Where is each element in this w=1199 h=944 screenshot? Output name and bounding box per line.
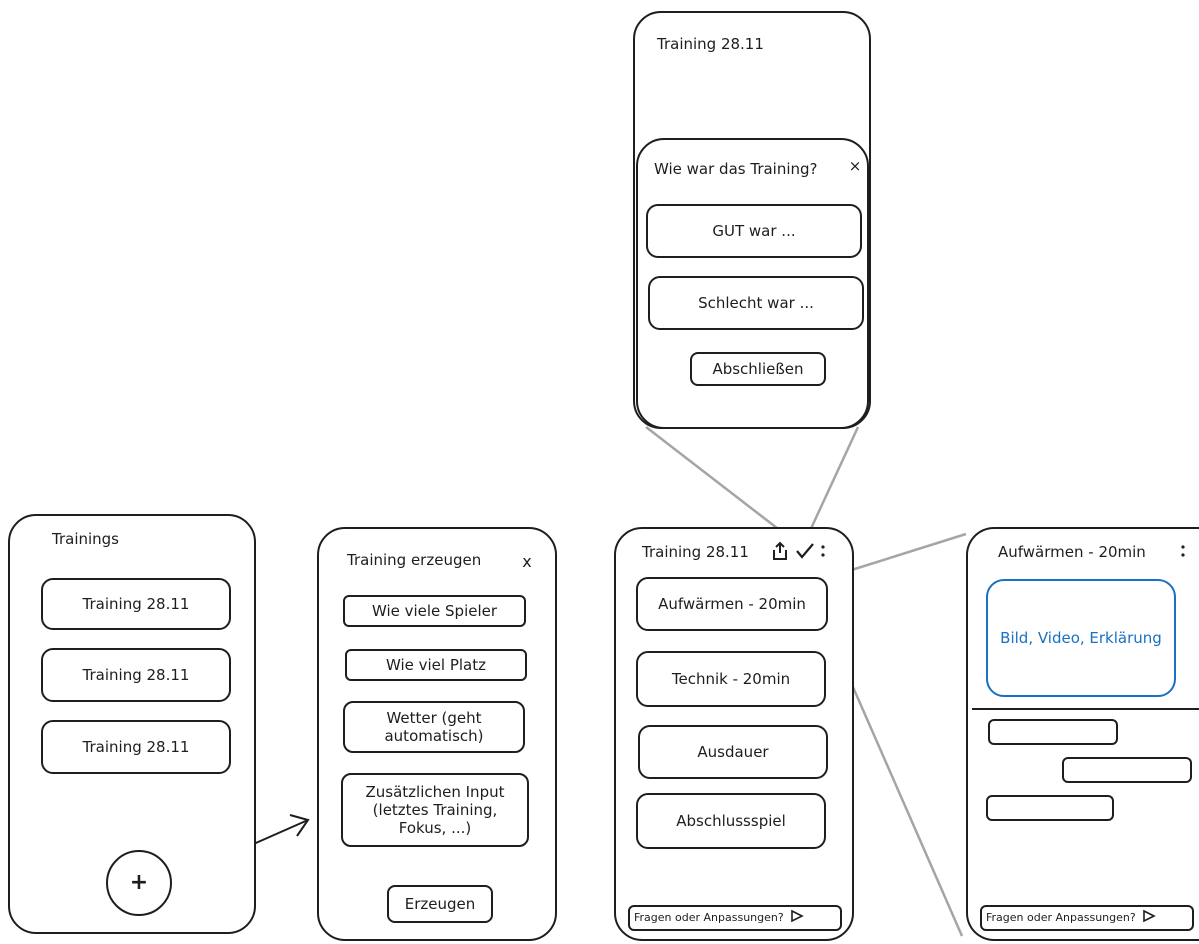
more-options-icon[interactable] xyxy=(1176,539,1190,563)
trainings-list-screen: Trainings Training 28.11 Training 28.11 … xyxy=(8,514,256,934)
space-field[interactable]: Wie viel Platz xyxy=(345,649,527,681)
section-endurance[interactable]: Ausdauer xyxy=(638,725,828,779)
training-list-item[interactable]: Training 28.11 xyxy=(41,648,231,702)
chat-message-bubble xyxy=(1062,757,1192,783)
screen-title: Trainings xyxy=(52,530,120,548)
send-icon[interactable] xyxy=(1142,909,1156,926)
players-field[interactable]: Wie viele Spieler xyxy=(343,595,526,627)
weather-field[interactable]: Wetter (geht automatisch) xyxy=(343,701,525,753)
good-feedback-field[interactable]: GUT war ... xyxy=(646,204,862,258)
chat-input[interactable]: Fragen oder Anpassungen? xyxy=(628,905,842,931)
close-icon[interactable]: x xyxy=(522,551,532,571)
screen-title: Training 28.11 xyxy=(657,35,764,53)
screen-title: Training 28.11 xyxy=(642,543,749,561)
chat-placeholder: Fragen oder Anpassungen? xyxy=(634,911,784,925)
section-detail-screen: Aufwärmen - 20min Bild, Video, Erklärung… xyxy=(966,527,1199,941)
training-list-item[interactable]: Training 28.11 xyxy=(41,578,231,630)
feedback-dialog: Wie war das Training? × GUT war ... Schl… xyxy=(636,138,869,429)
connector-feedback-left xyxy=(645,426,787,536)
training-list-item[interactable]: Training 28.11 xyxy=(41,720,231,774)
send-icon[interactable] xyxy=(790,909,804,926)
generate-button[interactable]: Erzeugen xyxy=(387,885,493,923)
media-area[interactable]: Bild, Video, Erklärung xyxy=(986,579,1176,697)
chat-input[interactable]: Fragen oder Anpassungen? xyxy=(980,905,1194,931)
training-screen: Training 28.11 Aufwärmen - 20min Technik… xyxy=(614,527,854,941)
bad-feedback-field[interactable]: Schlecht war ... xyxy=(648,276,864,330)
divider xyxy=(972,708,1199,710)
finish-button[interactable]: Abschließen xyxy=(690,352,826,386)
section-warmup[interactable]: Aufwärmen - 20min xyxy=(636,577,828,631)
share-icon[interactable] xyxy=(770,539,790,563)
chat-message-bubble xyxy=(988,719,1118,745)
checkmark-icon[interactable] xyxy=(794,539,816,563)
chat-placeholder: Fragen oder Anpassungen? xyxy=(986,911,1136,925)
connector-feedback-right xyxy=(806,426,860,536)
section-technique[interactable]: Technik - 20min xyxy=(636,651,826,707)
additional-input-field[interactable]: Zusätzlichen Input (letztes Training, Fo… xyxy=(341,773,529,847)
dialog-title: Wie war das Training? xyxy=(654,160,818,178)
add-training-button[interactable]: + xyxy=(106,850,172,916)
screen-title: Training erzeugen xyxy=(347,551,482,569)
create-training-screen: Training erzeugen x Wie viele Spieler Wi… xyxy=(317,527,557,941)
section-final-game[interactable]: Abschlussspiel xyxy=(636,793,826,849)
chat-message-bubble xyxy=(986,795,1114,821)
screen-title: Aufwärmen - 20min xyxy=(998,543,1146,561)
more-options-icon[interactable] xyxy=(816,539,830,563)
close-icon[interactable]: × xyxy=(848,157,862,175)
